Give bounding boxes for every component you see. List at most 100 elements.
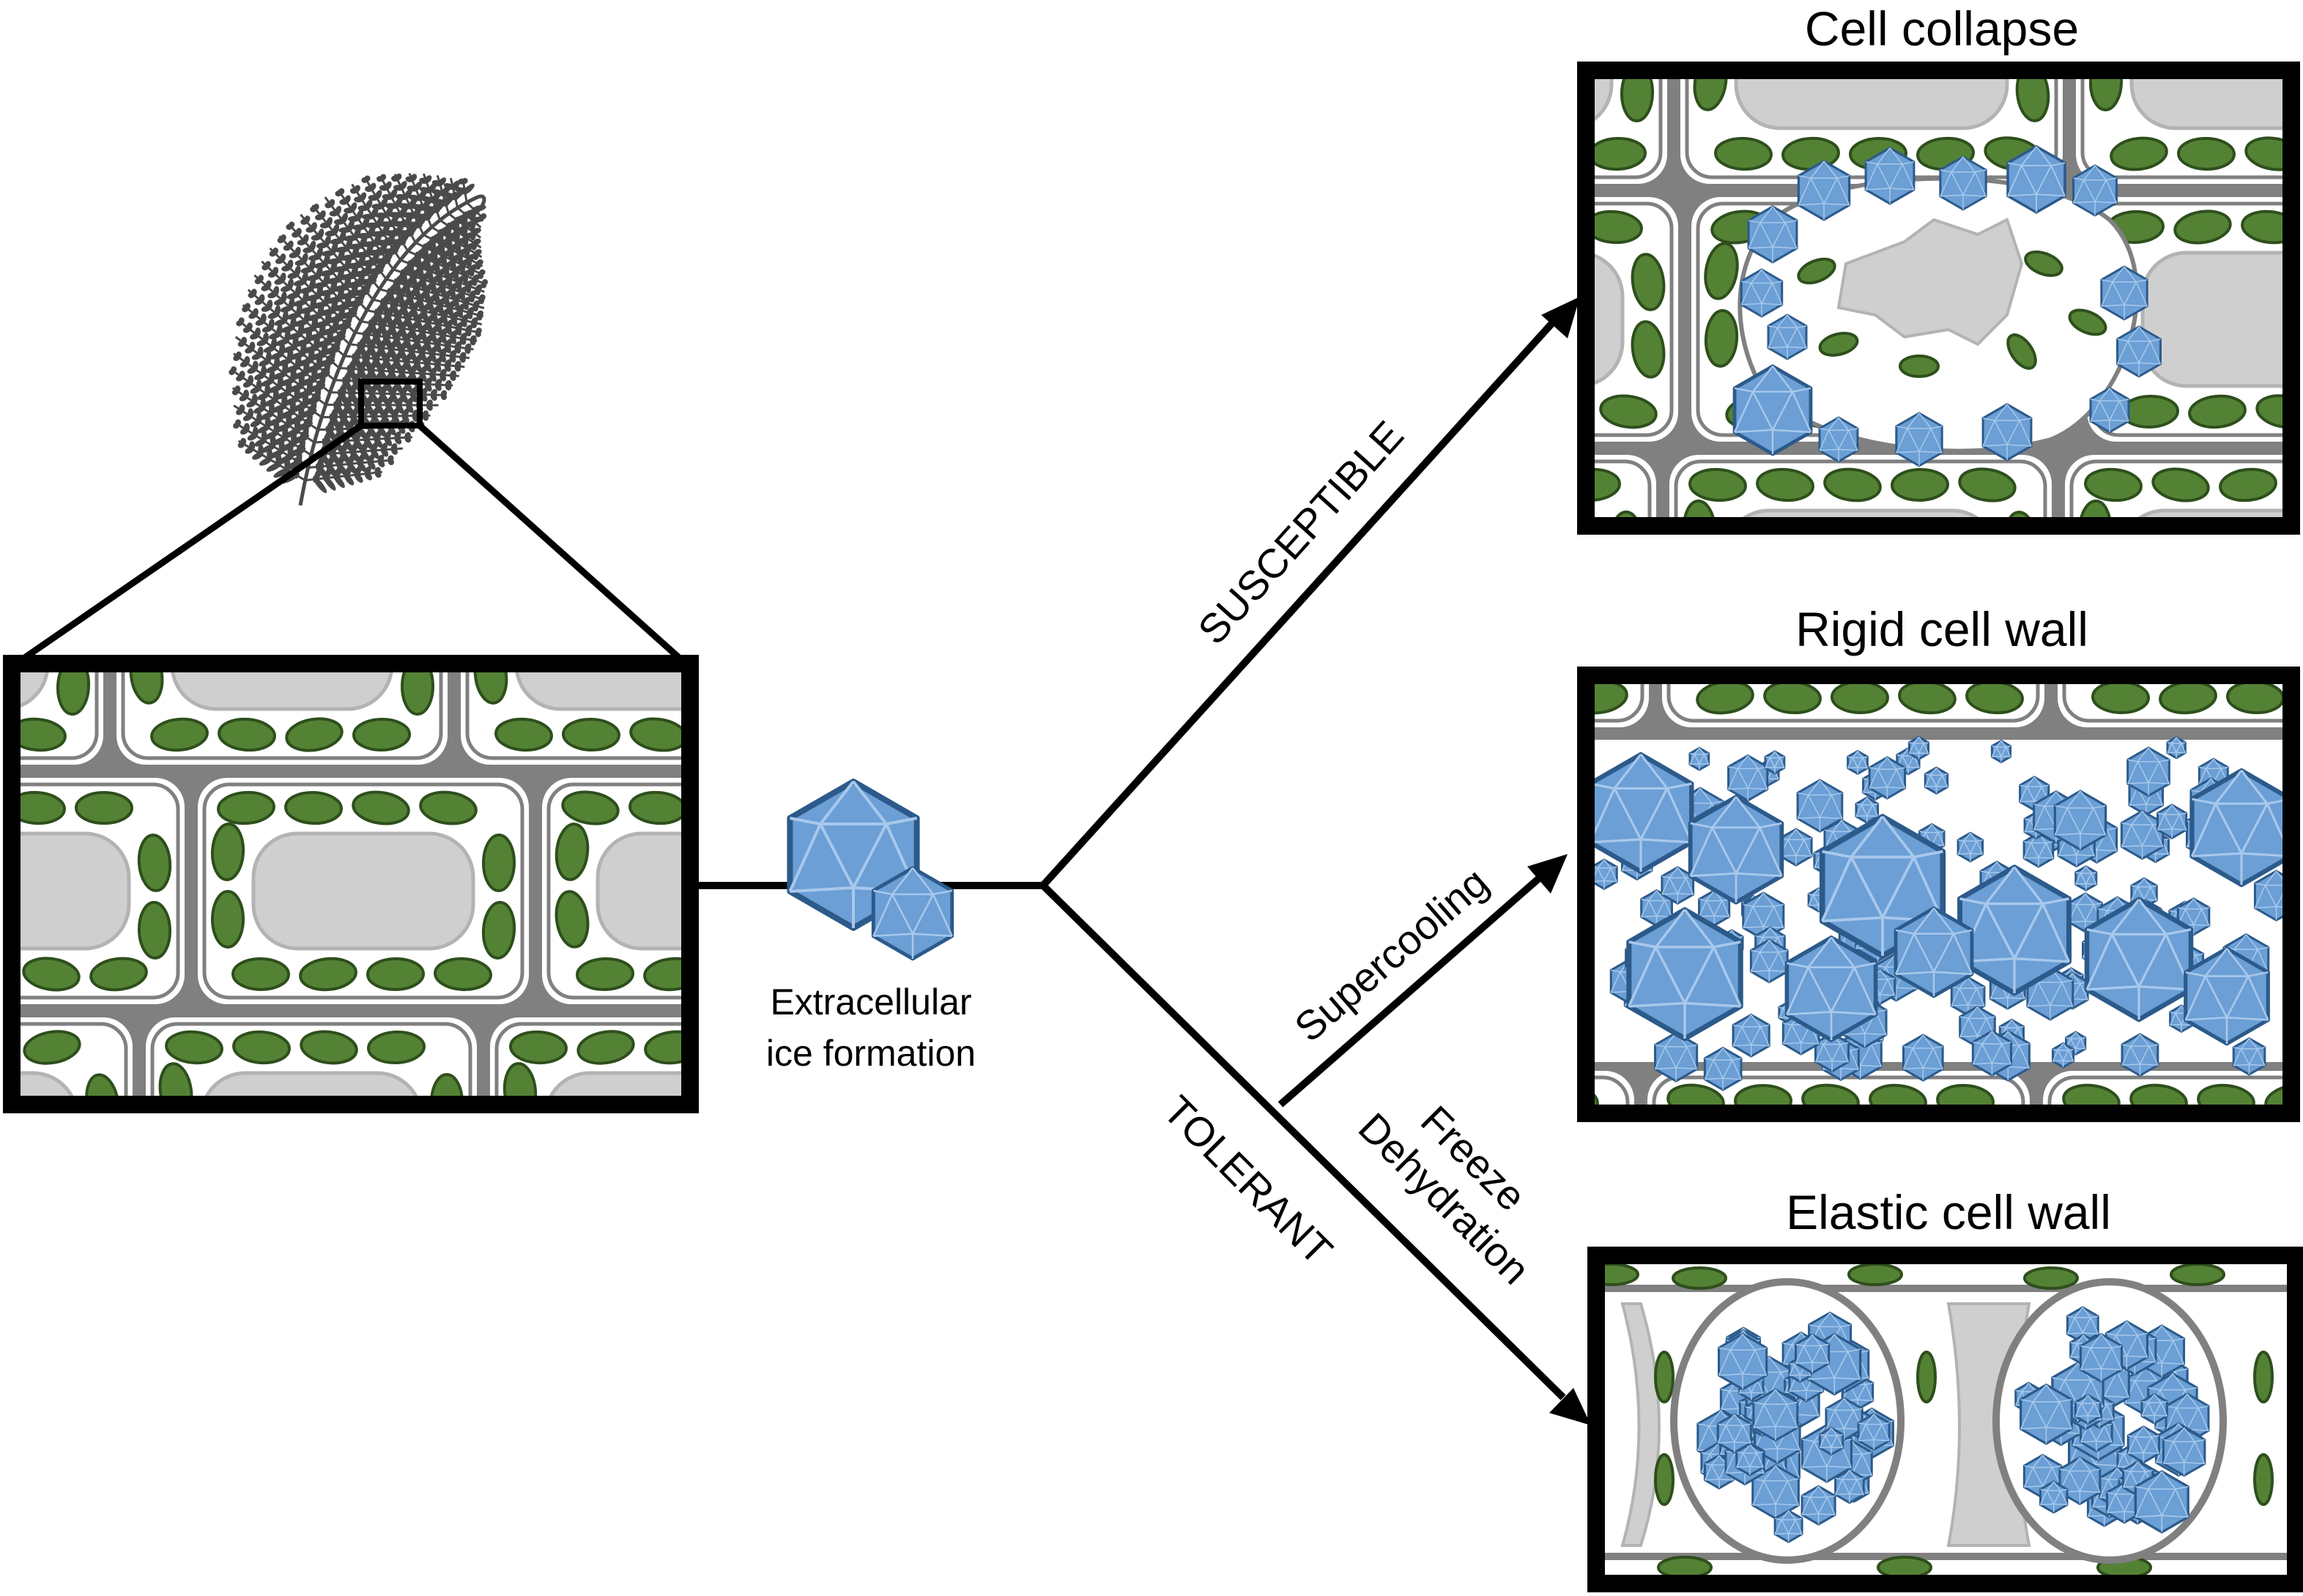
fern-leaflet [419,329,428,343]
vacuole [1322,538,1593,672]
chloroplast [1435,679,1494,715]
chloroplast [825,548,881,580]
fern-leaflet [470,207,477,222]
chloroplast [1315,751,1374,790]
ice-crystal-facets [2054,790,2107,850]
fern-leaflet [472,304,479,312]
chloroplast [300,1030,358,1065]
fern-leaflet [238,317,245,324]
ice-crystal-facets [1991,740,2011,762]
ice-crystal-facets [1858,1414,1890,1450]
fern-leaflet [269,370,275,384]
fern-leaflet [332,223,340,235]
ice-crystal-facets [1847,751,1869,774]
ice-crystal-facets [1752,1465,1800,1519]
arrowhead-supercooling [1527,854,1568,894]
chloroplast [629,717,681,752]
fern-leaflet [437,229,444,250]
chloroplast [2023,1266,2079,1290]
ice-crystal-facets [1727,755,1768,801]
chloroplast [683,547,740,580]
ice-crystal [2079,1332,2124,1383]
chloroplast [1899,354,1940,379]
vacuole [204,1071,418,1096]
fern-leaflet [403,359,412,373]
ice-crystal-facets [1698,890,1730,926]
ice-crystal [1735,1443,1765,1477]
ice-crystal-facets [1774,1510,1803,1543]
ice-crystal-facets [1595,859,1617,889]
ice-crystal-facets [2039,1481,2068,1513]
fern-leaflet [261,365,267,377]
chloroplast [1308,650,1366,686]
ice-crystal-facets [1743,892,1784,940]
plant-cell [198,778,529,1004]
vacuole [21,1071,74,1096]
fern-leaflet [440,393,448,401]
ice-crystal-facets [2191,770,2282,885]
vacuole [1595,79,1614,122]
chloroplast [1658,1183,1696,1242]
chloroplast [2300,649,2303,687]
fern-leaflet [455,280,462,292]
fern-leaflet [389,188,398,199]
chloroplast [2253,1351,2274,1403]
chloroplast [1916,1351,1937,1403]
ice-crystal-facets [1797,779,1843,832]
vacuole [515,672,681,711]
chloroplast [1503,680,1561,714]
fern-leaflet [454,345,461,354]
chloroplast [127,578,166,637]
chloroplast [1171,834,1204,891]
ice-crystal-facets [2121,1033,2159,1076]
chloroplast [299,957,357,992]
ice-crystal [1717,1332,1768,1391]
chloroplast [1672,594,1711,654]
ice-crystal [1924,766,1949,795]
chloroplast [2159,684,2217,715]
cell-membrane [1674,459,2047,517]
fern-leaflet [302,253,308,264]
fern-leaflet [449,286,456,300]
fern-leaflet [272,247,279,255]
fern-leaflet [429,352,437,363]
chloroplast [2253,1453,2274,1506]
chloroplast [745,590,779,647]
chloroplast [1704,242,1739,300]
chloroplast [1763,684,1822,715]
vacuole [251,831,475,951]
ice-crystal [1727,754,1769,802]
plant-cell [116,578,448,765]
chloroplast [399,590,436,648]
fern-leaflet [360,449,370,461]
fern-leaflet [379,391,389,405]
chloroplast [367,1030,426,1065]
chloroplast [2071,528,2105,586]
chloroplast [2006,333,2037,370]
ice-crystal-facets [1894,908,1973,996]
chloroplast [1654,1351,1675,1403]
chloroplast [419,790,478,825]
chloroplast [727,1199,784,1233]
chloroplast [1595,136,1647,171]
fern-leaflet [304,215,311,223]
ice-crystal-facets [1924,767,1948,794]
chloroplast [1599,538,1639,598]
fern-leaflet [294,265,301,277]
plant-cell [2058,528,2282,727]
plant-cell [146,1017,477,1234]
fern-leaflet [454,365,461,372]
chloroplast [1734,1083,1792,1105]
fern-leaflet [410,174,418,182]
fern-leaflet [430,393,437,401]
chloroplast [210,890,245,949]
fern-leaflet [415,251,422,273]
fern-leaflet [360,192,367,201]
chloroplast [576,957,634,992]
vacuole [1595,253,1625,385]
ice-crystal [1902,1033,1944,1082]
chloroplast [0,1198,29,1233]
ice-crystal [1818,1427,1844,1456]
fern-leaflet [459,262,466,275]
chloroplast [314,1198,373,1234]
